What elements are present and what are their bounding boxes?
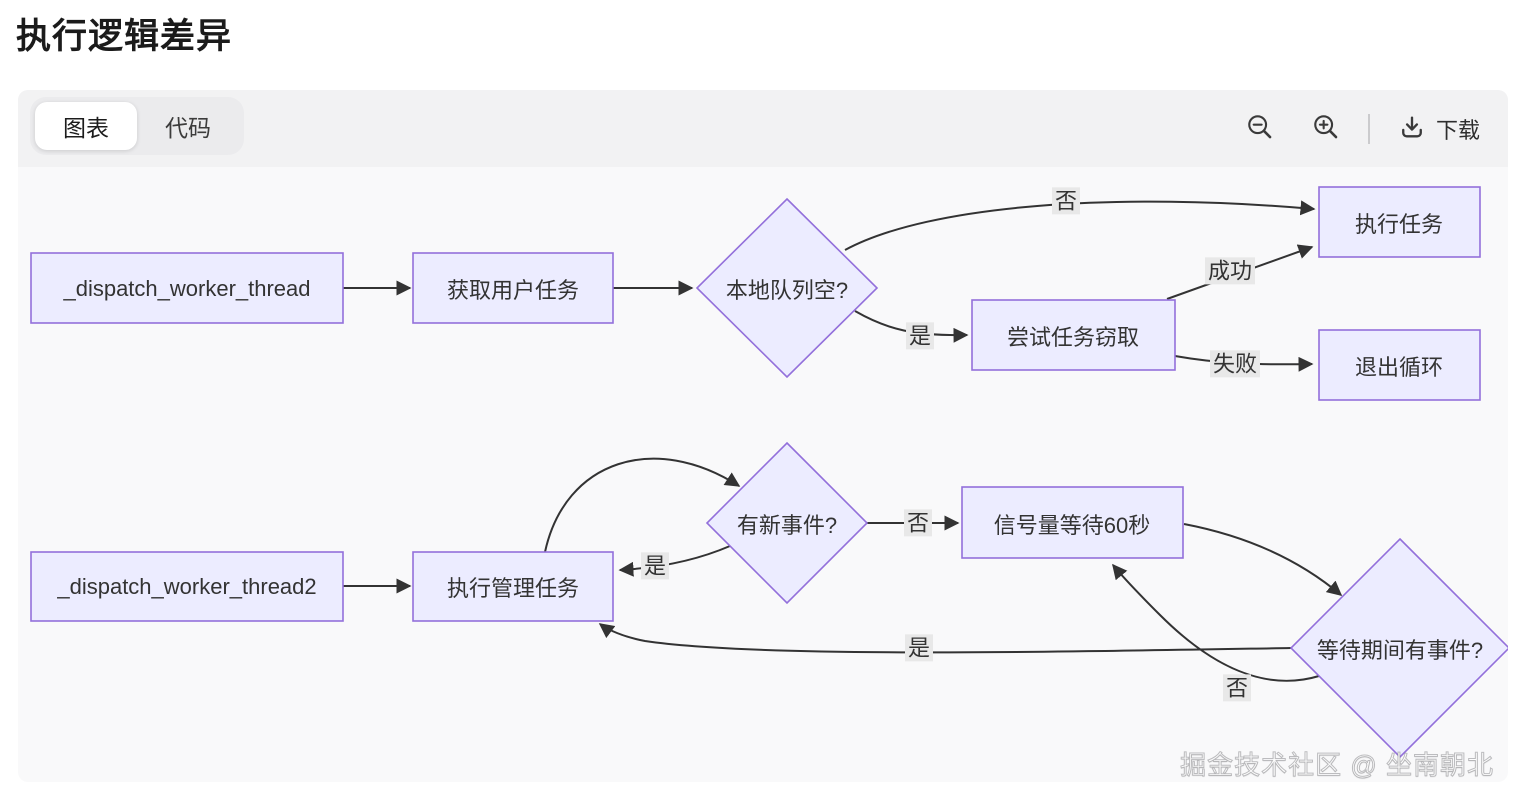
toolbar-divider: [1367, 113, 1370, 144]
zoom-in-icon: [1312, 113, 1340, 144]
node-local-queue-empty: [695, 197, 879, 379]
node-new-event: [705, 441, 869, 605]
zoom-out-icon: [1246, 113, 1274, 144]
node-dispatch-worker-thread2: [30, 551, 344, 622]
node-fetch-user-task: [412, 252, 614, 324]
edge-newevent-manage-yes: [618, 545, 731, 577]
diagram-canvas: _dispatch_worker_thread 获取用户任务 本地队列空? 尝试…: [18, 167, 1508, 782]
node-try-task-steal: [971, 299, 1176, 371]
diagram-panel: 图表 代码: [18, 90, 1508, 782]
node-exit-loop: [1318, 329, 1481, 401]
edge-waitevent-manage-yes: [598, 623, 1292, 654]
toolbar: 下载: [1240, 90, 1486, 167]
node-semaphore-wait: [961, 486, 1184, 559]
panel-header: 图表 代码: [18, 90, 1508, 167]
zoom-out-button[interactable]: [1240, 107, 1280, 150]
zoom-in-button[interactable]: [1306, 107, 1346, 150]
tab-code[interactable]: 代码: [165, 115, 211, 141]
edge-steal-exit-fail: [1174, 355, 1314, 372]
page-title: 执行逻辑差异: [16, 17, 233, 56]
edge-queueempty-steal-yes: [854, 310, 969, 343]
edge-queueempty-execute-no: [844, 200, 1316, 251]
tab-group: 图表 代码: [30, 97, 244, 155]
download-button[interactable]: 下载: [1392, 107, 1486, 151]
edge-steal-execute-success: [1166, 244, 1314, 300]
flowchart-svg: [30, 186, 1508, 759]
edge-semwait-waitevent: [1183, 523, 1343, 596]
edge-waitevent-semwait-no: [1112, 563, 1320, 682]
download-label: 下载: [1435, 117, 1480, 143]
node-manage-task: [412, 551, 614, 622]
tab-chart[interactable]: 图表: [35, 102, 137, 150]
node-execute-task: [1318, 186, 1481, 258]
edge-manage-newevent: [544, 457, 741, 553]
node-dispatch-worker-thread: [30, 252, 344, 324]
download-icon: [1398, 113, 1426, 144]
node-wait-period-event: [1289, 537, 1508, 759]
